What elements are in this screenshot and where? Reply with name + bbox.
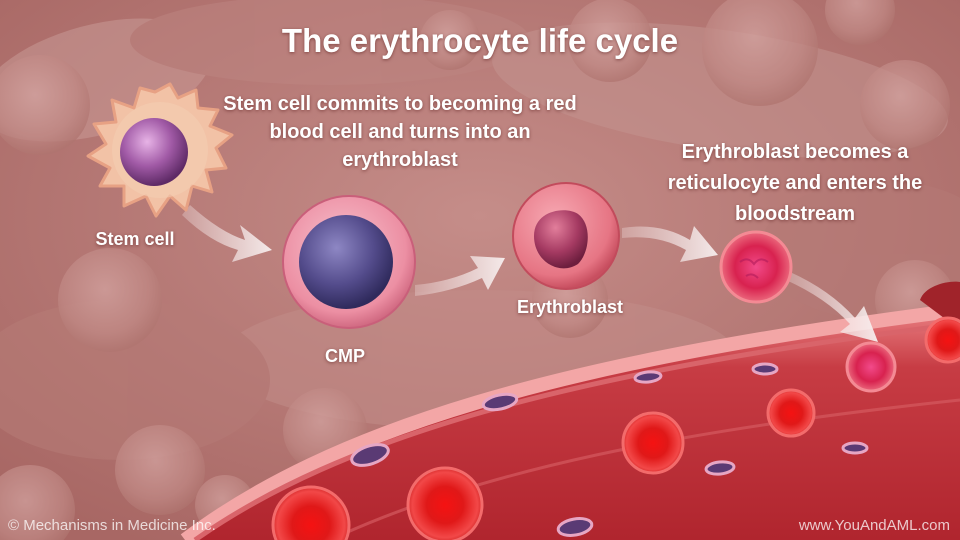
website-link[interactable]: www.YouAndAML.com <box>798 517 950 534</box>
blood-vessel <box>180 281 960 540</box>
cmp-cell <box>282 195 416 329</box>
arrow-cmp-to-erythroblast <box>415 256 505 296</box>
caption-commitment: Stem cell commits to becoming a red bloo… <box>223 93 577 171</box>
stem-cell <box>86 82 234 218</box>
label-cmp: CMP <box>325 346 365 366</box>
copyright-notice: © Mechanisms in Medicine Inc. <box>8 517 216 534</box>
reticulocyte-entering-cell <box>845 341 897 393</box>
label-erythroblast: Erythroblast <box>516 297 624 317</box>
slide-title: The erythrocyte life cycle <box>281 22 679 59</box>
arrow-reticulocyte-to-vessel <box>786 272 878 342</box>
arrow-stem-to-cmp <box>182 205 272 262</box>
reticulocyte-cell <box>719 230 793 304</box>
arrow-erythroblast-to-reticulocyte <box>622 226 718 262</box>
caption-reticulocyte: Erythroblast becomes a reticulocyte and … <box>667 141 923 225</box>
label-stem-cell: Stem cell <box>95 229 175 249</box>
erythroblast-cell <box>512 182 620 290</box>
